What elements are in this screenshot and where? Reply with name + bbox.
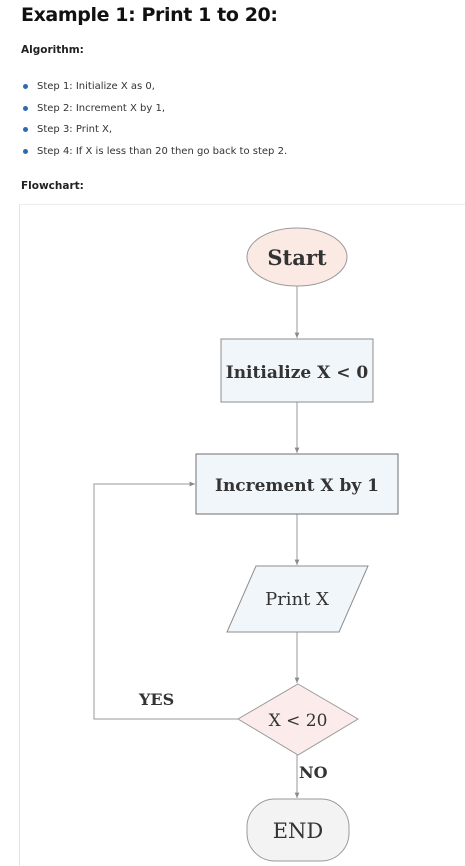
bullet-icon [23,105,28,111]
algorithm-steps: Step 1: Initialize X as 0, Step 2: Incre… [21,80,287,166]
step-text: Step 4: If X is less than 20 then go bac… [37,145,288,157]
flowchart-panel [19,204,465,866]
initialize-box [220,338,374,403]
increment-label: Increment X by 1 [215,476,379,496]
flowchart-heading: Flowchart: [21,180,84,192]
no-label: NO [299,763,328,782]
print-label: Print X [265,589,329,610]
bullet-icon [23,84,28,89]
yes-label: YES [138,690,174,709]
print-parallelogram [226,565,369,633]
algorithm-step: Step 4: If X is less than 20 then go bac… [21,145,287,167]
initialize-label: Initialize X < 0 [226,363,369,383]
loop-back-connector [93,481,238,720]
bullet-icon [23,127,28,132]
algorithm-heading: Algorithm: [21,44,84,56]
end-label: END [273,819,324,843]
start-node [246,227,348,287]
decision-label: X < 20 [269,711,328,731]
increment-box [195,453,399,515]
algorithm-step: Step 1: Initialize X as 0, [21,80,287,102]
step-text: Step 2: Increment X by 1, [37,102,166,114]
decision-diamond [237,683,359,756]
page-title: Example 1: Print 1 to 20: [21,4,278,26]
algorithm-step: Step 3: Print X, [21,123,287,145]
algorithm-step: Step 2: Increment X by 1, [21,102,287,124]
bullet-icon [23,148,28,154]
end-node [246,798,350,862]
step-text: Step 3: Print X, [37,124,113,135]
step-text: Step 1: Initialize X as 0, [37,81,155,92]
start-label: Start [267,245,327,270]
